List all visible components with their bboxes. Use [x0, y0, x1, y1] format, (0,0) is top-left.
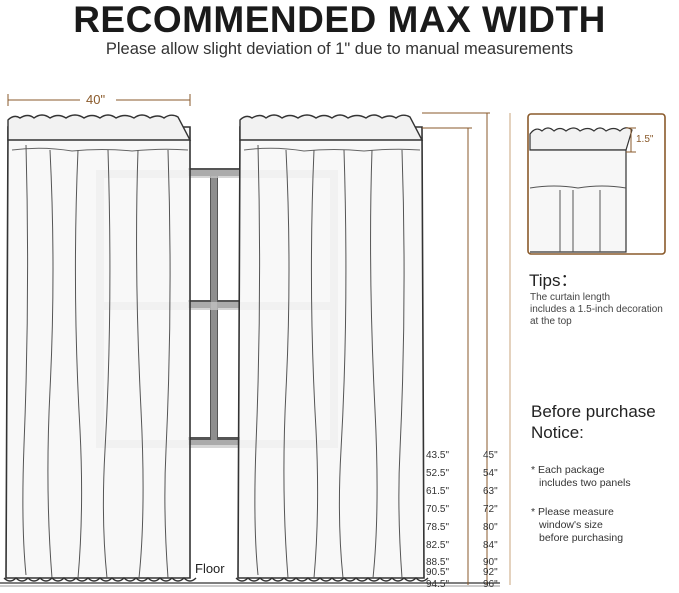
- floor-label: Floor: [195, 561, 225, 576]
- length-left-label: 52.5": [426, 468, 450, 479]
- tips-line: at the top: [530, 316, 572, 327]
- length-left-label: 61.5": [426, 486, 450, 497]
- length-left-label: 82.5": [426, 540, 450, 551]
- notice-title-line: Notice:: [531, 423, 584, 442]
- length-right-label: 72": [483, 504, 498, 515]
- length-right-label: 90": [483, 557, 498, 568]
- tips-title: Tips：: [529, 271, 578, 290]
- length-right-label: 84": [483, 540, 498, 551]
- notice-item-line: before purchasing: [539, 532, 624, 544]
- tips-line: includes a 1.5-inch decoration: [530, 304, 663, 315]
- page-subtitle: Please allow slight deviation of 1" due …: [105, 40, 574, 58]
- length-left-label: 70.5": [426, 504, 450, 515]
- left-curtain-panel: [3, 114, 197, 582]
- length-right-label: 80": [483, 522, 498, 533]
- notice-item-measure: * Please measure window's size before pu…: [531, 506, 671, 545]
- notice-item-line: * Please measure: [531, 506, 614, 518]
- length-right-label: 63": [483, 486, 498, 497]
- notice-item-line: * Each package: [531, 464, 605, 476]
- width-label: 40": [86, 92, 106, 107]
- length-left-label: 94.5": [426, 579, 450, 590]
- length-left-label: 88.5": [426, 557, 450, 568]
- notice-item-package: * Each package includes two panels: [531, 464, 671, 490]
- notice-title-line: Before purchase: [531, 402, 656, 421]
- length-right-label: 45": [483, 450, 498, 461]
- notice-item-line: includes two panels: [539, 477, 631, 489]
- decoration-height-label: 1.5": [636, 134, 654, 145]
- length-left-label: 43.5": [426, 450, 450, 461]
- notice-item-line: window's size: [539, 519, 603, 531]
- length-right-label: 92": [483, 567, 498, 578]
- decoration-detail-inset: [527, 113, 666, 255]
- length-right-label: 54": [483, 468, 498, 479]
- notice-title: Before purchase Notice:: [531, 401, 679, 443]
- width-dimension-line: [7, 94, 191, 106]
- right-curtain-panel: [235, 114, 429, 582]
- length-left-label: 78.5": [426, 522, 450, 533]
- length-right-label: 96": [483, 579, 498, 590]
- page-title: RECOMMENDED MAX WIDTH: [73, 0, 606, 40]
- tips-text: The curtain length includes a 1.5-inch d…: [530, 292, 670, 328]
- length-left-label: 90.5": [426, 567, 450, 578]
- floor-line: [0, 582, 500, 587]
- tips-line: The curtain length: [530, 292, 611, 303]
- length-dimension-lines: [422, 112, 511, 585]
